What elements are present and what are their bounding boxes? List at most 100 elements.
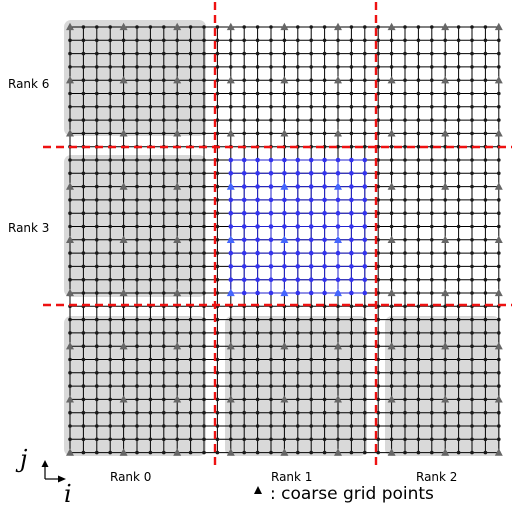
- fine-grid-point: [430, 410, 434, 415]
- fine-grid-point: [430, 198, 434, 202]
- fine-grid-point: [470, 158, 474, 162]
- fine-grid-point: [336, 371, 340, 375]
- fine-grid-point: [416, 198, 421, 202]
- fine-grid-point: [296, 51, 300, 56]
- fine-grid-point: [108, 410, 112, 415]
- fine-grid-point: [403, 91, 407, 96]
- coarse-grid-point: [280, 342, 289, 350]
- coarse-grid-point: [334, 129, 342, 137]
- fine-grid-point: [148, 357, 153, 362]
- highlighted-grid-point: [322, 264, 327, 269]
- fine-grid-point: [95, 91, 99, 96]
- coarse-grid-point: [66, 22, 74, 31]
- highlighted-grid-point: [308, 277, 314, 283]
- fine-grid-point: [443, 384, 448, 388]
- fine-grid-point: [376, 304, 381, 309]
- fine-grid-point: [430, 371, 434, 375]
- coarse-grid-point: [387, 448, 396, 456]
- coarse-grid-point: [119, 395, 128, 403]
- coarse-grid-point: [441, 395, 450, 403]
- fine-grid-point: [269, 105, 273, 109]
- coarse-grid-point: [494, 182, 503, 190]
- fine-grid-point: [255, 317, 260, 322]
- fine-grid-point: [148, 158, 153, 162]
- fine-grid-point: [430, 38, 434, 43]
- fine-grid-point: [470, 171, 474, 176]
- coarse-grid-point: [280, 235, 289, 243]
- fine-grid-point: [229, 357, 233, 362]
- fine-grid-point: [363, 317, 367, 322]
- fine-grid-point: [483, 158, 488, 162]
- fine-grid-point: [497, 211, 501, 215]
- highlighted-grid-point: [335, 210, 341, 216]
- fine-grid-point: [497, 384, 501, 388]
- fine-grid-point: [215, 251, 220, 255]
- fine-grid-point: [188, 158, 193, 162]
- fine-grid-point: [389, 118, 394, 122]
- fine-grid-point: [108, 331, 112, 335]
- coarse-grid-point: [387, 129, 396, 137]
- highlighted-grid-point: [349, 224, 354, 229]
- fine-grid-point: [175, 224, 179, 229]
- coarse-grid-point: [334, 395, 342, 403]
- fine-grid-point: [269, 91, 273, 96]
- fine-grid-point: [376, 397, 381, 402]
- highlighted-grid-point: [282, 157, 287, 163]
- fine-grid-point: [175, 211, 179, 215]
- fine-grid-point: [229, 371, 233, 375]
- fine-grid-point: [95, 384, 99, 388]
- fine-grid-point: [349, 118, 354, 122]
- fine-grid-point: [229, 91, 233, 96]
- fine-grid-point: [215, 211, 220, 215]
- coarse-grid-point: [173, 22, 182, 31]
- fine-grid-point: [282, 437, 287, 442]
- fine-grid-point: [162, 158, 166, 162]
- fine-grid-point: [456, 450, 461, 455]
- fine-grid-point: [456, 25, 461, 29]
- coarse-grid-point: [494, 448, 503, 456]
- fine-grid-point: [148, 78, 153, 82]
- highlighted-grid-point: [362, 197, 368, 203]
- fine-grid-point: [81, 105, 86, 109]
- fine-grid-point: [135, 424, 139, 428]
- coarse-grid-point: [173, 288, 182, 297]
- fine-grid-point: [443, 251, 448, 255]
- fine-grid-point: [470, 25, 474, 29]
- fine-grid-point: [336, 91, 340, 96]
- fine-grid-point: [175, 51, 179, 56]
- fine-grid-point: [162, 25, 166, 29]
- fine-grid-point: [215, 371, 220, 375]
- fine-grid-point: [443, 65, 448, 69]
- fine-grid-point: [389, 198, 394, 202]
- fine-grid-point: [443, 371, 448, 375]
- fine-grid-point: [416, 51, 421, 56]
- fine-grid-point: [229, 384, 233, 388]
- fine-grid-point: [336, 65, 340, 69]
- fine-grid-point: [68, 410, 72, 415]
- fine-grid-point: [202, 344, 206, 349]
- fine-grid-point: [456, 317, 461, 322]
- fine-grid-point: [202, 317, 206, 322]
- fine-grid-point: [269, 424, 273, 428]
- fine-grid-point: [81, 410, 86, 415]
- fine-grid-point: [309, 65, 314, 69]
- fine-grid-point: [81, 65, 86, 69]
- fine-grid-point: [269, 38, 273, 43]
- fine-grid-point: [416, 171, 421, 176]
- highlighted-grid-point: [241, 224, 247, 229]
- fine-grid-point: [349, 105, 354, 109]
- fine-grid-point: [322, 131, 327, 136]
- fine-grid-point: [269, 331, 273, 335]
- fine-grid-point: [242, 118, 246, 122]
- fine-grid-point: [336, 304, 340, 309]
- fine-grid-point: [215, 357, 220, 362]
- fine-grid-point: [175, 437, 179, 442]
- fine-grid-point: [242, 437, 246, 442]
- fine-grid-point: [483, 38, 488, 43]
- coarse-grid-point: [173, 76, 182, 84]
- fine-grid-point: [443, 91, 448, 96]
- fine-grid-point: [483, 450, 488, 455]
- fine-grid-point: [135, 184, 139, 189]
- fine-grid-point: [242, 25, 246, 29]
- fine-grid-point: [148, 38, 153, 43]
